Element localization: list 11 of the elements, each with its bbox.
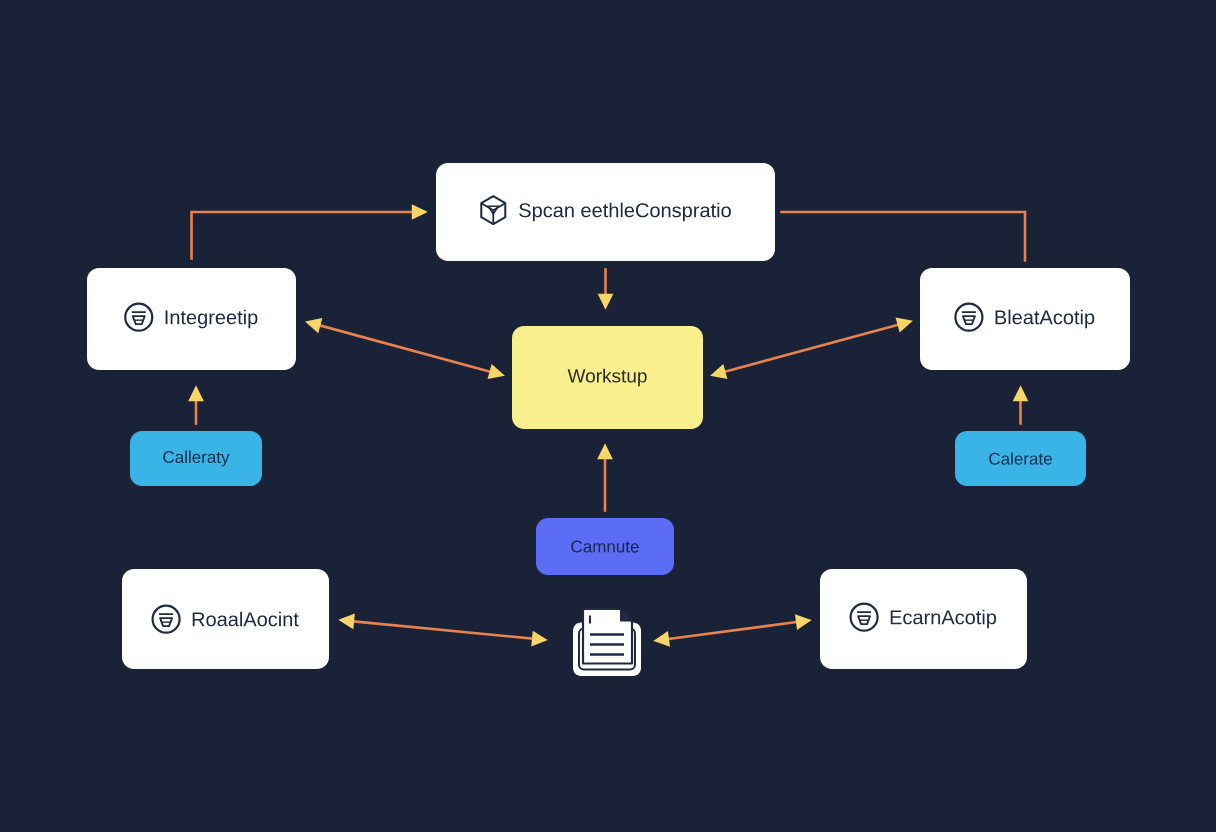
label-box: Camnute bbox=[536, 518, 674, 575]
process-box: BleatAcotip bbox=[920, 268, 1130, 370]
process-box: Integreetip bbox=[87, 268, 296, 370]
process-box: RoaalAocint bbox=[122, 569, 329, 669]
label-box: Calleraty bbox=[130, 431, 262, 486]
process-box: Spcan eethleConspratio bbox=[436, 163, 775, 261]
process-box: EcarnAcotip bbox=[820, 569, 1027, 669]
label-box: Calerate bbox=[955, 431, 1086, 486]
process-box: Workstup bbox=[512, 326, 703, 429]
connector-line bbox=[780, 210, 1027, 262]
document-icon bbox=[573, 607, 641, 676]
